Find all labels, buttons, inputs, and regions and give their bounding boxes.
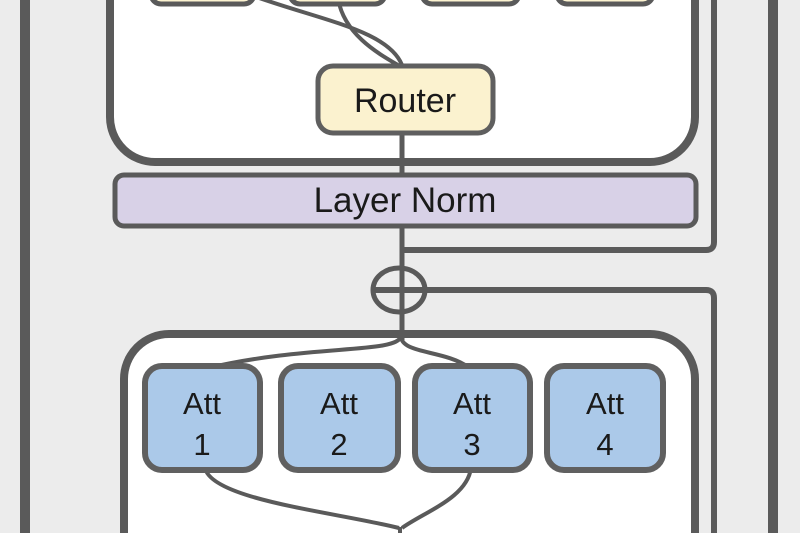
att-expert-3-line1: Att — [453, 386, 491, 421]
expert-box-3 — [421, 0, 520, 7]
router-label: Router — [354, 82, 456, 120]
att-expert-box-2 — [278, 363, 401, 473]
att-expert-4-line1: Att — [586, 386, 624, 421]
layer-norm-label: Layer Norm — [314, 181, 497, 220]
att-expert-box-1 — [142, 363, 263, 473]
att-expert-box-3 — [412, 363, 533, 473]
routing-curve-att1-in — [207, 335, 403, 370]
expert-box-2 — [289, 0, 386, 7]
expert-box-1 — [150, 0, 255, 7]
att-expert-1-line2: 1 — [193, 427, 210, 462]
skip-connection-lower — [374, 287, 717, 533]
att-expert-1-line1: Att — [183, 386, 221, 421]
routing-curve-att3-in — [399, 335, 470, 369]
att-expert-2-line2: 2 — [330, 427, 347, 462]
att-expert-4-line2: 4 — [596, 427, 613, 462]
routing-curve-att1-out — [203, 467, 400, 530]
outer-block-container — [20, 0, 778, 533]
residual-add-icon — [370, 265, 428, 315]
att-expert-2-line1: Att — [320, 386, 358, 421]
att-expert-box-4 — [544, 363, 666, 473]
router-box — [315, 63, 496, 136]
att-expert-3-line2: 3 — [463, 427, 480, 462]
layer-norm-bar — [112, 172, 699, 229]
routing-curve-att3-out — [400, 467, 473, 530]
skip-connection-upper — [402, 0, 717, 253]
expert-box-4 — [556, 0, 654, 7]
